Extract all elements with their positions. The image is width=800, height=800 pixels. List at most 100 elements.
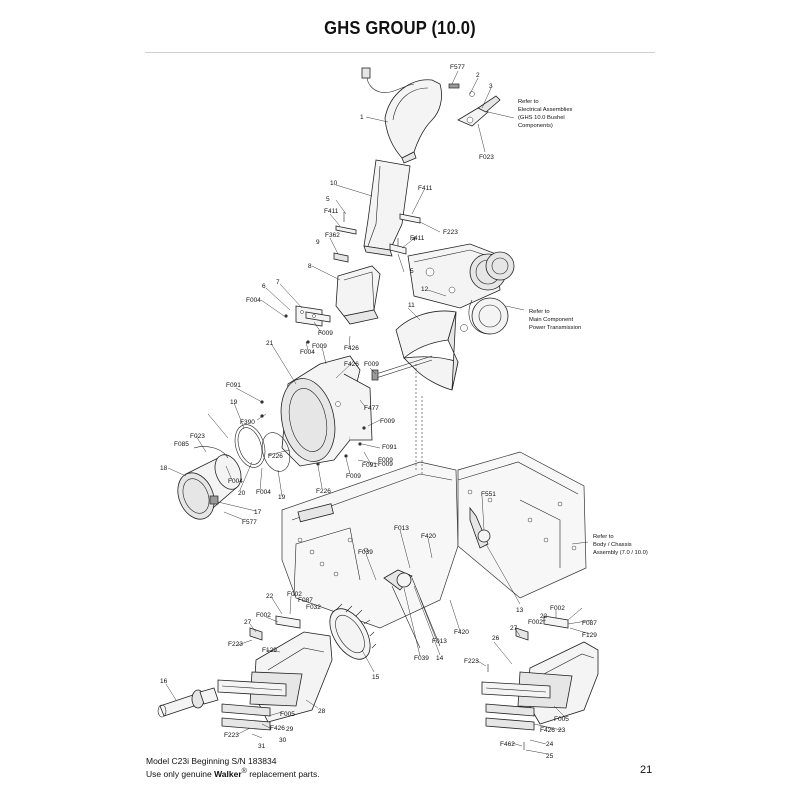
callout: 1 xyxy=(360,114,364,121)
callout: F087 xyxy=(582,620,597,627)
callout: 8 xyxy=(308,263,312,270)
callout: F223 xyxy=(228,641,243,648)
callout: F577 xyxy=(450,64,465,71)
callout: F129 xyxy=(262,647,277,654)
callout: 17 xyxy=(254,509,262,516)
ref-power-line: Power Transmission xyxy=(529,325,581,331)
callout: 25 xyxy=(546,753,554,760)
fan-housing-part xyxy=(260,355,373,467)
callout: 14 xyxy=(436,655,444,662)
ref-electrical-line: Electrical Assemblies xyxy=(518,107,573,113)
callout: 21 xyxy=(266,340,274,347)
callout: F002 xyxy=(256,612,271,619)
callout: 5 xyxy=(326,196,330,203)
callout: 20 xyxy=(238,490,246,497)
callout: F091 xyxy=(226,382,241,389)
callout: 5 xyxy=(410,268,414,275)
callout: 15 xyxy=(372,674,380,681)
footer-use-only: Use only genuine xyxy=(146,768,212,779)
callout: F411 xyxy=(418,185,433,192)
ref-body-line: Body / Chassis xyxy=(593,542,632,548)
callout: 26 xyxy=(492,635,500,642)
callout: F009 xyxy=(378,461,393,468)
callout: F577 xyxy=(242,519,257,526)
callout: F411 xyxy=(410,235,425,242)
ref-electrical-line: (GHS 10.0 Bushel xyxy=(518,115,565,121)
callout: F226 xyxy=(316,488,331,495)
left-intake-part xyxy=(217,615,333,731)
callout: F087 xyxy=(298,597,313,604)
callout: F004 xyxy=(246,297,261,304)
callout: 18 xyxy=(160,465,168,472)
callout: F004 xyxy=(256,489,271,496)
callout: 11 xyxy=(408,302,415,309)
chute-brackets xyxy=(333,212,421,263)
auger-ring-part xyxy=(329,603,377,660)
callout: F091 xyxy=(382,444,397,451)
clamp-plates xyxy=(284,305,331,344)
callout: F009 xyxy=(378,457,393,464)
ref-power-line: Main Component xyxy=(529,317,574,323)
callout: F004 xyxy=(228,478,243,485)
gearbox-power-transmission xyxy=(407,243,515,335)
callout: 30 xyxy=(279,737,287,744)
callout: F091 xyxy=(362,462,377,469)
callout: F426 xyxy=(540,727,555,734)
callout: F013 xyxy=(432,638,447,645)
ref-body-line: Assembly (7.0 / 10.0) xyxy=(593,550,648,556)
ref-power-line: Refer to xyxy=(529,309,550,315)
callout: F426 xyxy=(270,725,285,732)
ref-body-line: Refer to xyxy=(593,534,614,540)
callout: F420 xyxy=(454,629,469,636)
callout: F085 xyxy=(174,441,189,448)
callout: F426 xyxy=(344,361,359,368)
callout: 6 xyxy=(262,283,266,290)
callout: F009 xyxy=(364,361,379,368)
callout: F005 xyxy=(280,711,295,718)
impeller-fan-part xyxy=(371,310,468,391)
callout: 19 xyxy=(230,399,238,406)
callout: F223 xyxy=(464,658,479,665)
callout: 19 xyxy=(278,494,286,501)
callout: 27 xyxy=(510,625,518,632)
drive-shaft-part xyxy=(157,687,219,718)
lower-chute-part xyxy=(335,265,381,325)
callout: F223 xyxy=(224,732,239,739)
callout: 9 xyxy=(316,239,320,246)
page-number: 21 xyxy=(640,764,653,776)
callout: F023 xyxy=(479,154,494,161)
callout: F009 xyxy=(318,330,333,337)
callout: F002 xyxy=(287,591,302,598)
callout: F420 xyxy=(421,533,436,540)
callout-labels: F577 2 3 1 F023 10 F411 5 F411 F223 4 F4… xyxy=(160,64,597,760)
callout: F002 xyxy=(528,619,543,626)
deflector-spout-part xyxy=(361,67,442,164)
callout: 4 xyxy=(412,236,416,243)
callout: 2 xyxy=(476,72,480,79)
callout: 10 xyxy=(330,180,338,187)
callout: F226 xyxy=(268,453,283,460)
callout: 22 xyxy=(540,613,548,620)
right-intake-part xyxy=(481,615,599,750)
callout: F411 xyxy=(324,208,339,215)
callout: F009 xyxy=(346,473,361,480)
ref-electrical-line: Components) xyxy=(518,123,553,129)
upper-chute-part xyxy=(363,159,411,257)
footer-genuine-parts: Use only genuine Walker® replacement par… xyxy=(146,767,320,779)
callout: F426 xyxy=(344,345,359,352)
ref-electrical-line: Refer to xyxy=(518,99,539,105)
callout: F013 xyxy=(394,525,409,532)
callout: 16 xyxy=(160,678,168,685)
callout: F223 xyxy=(443,229,458,236)
callout: 13 xyxy=(516,607,524,614)
callout: 23 xyxy=(558,727,566,734)
callout: F023 xyxy=(190,433,205,440)
inlet-tube-part xyxy=(177,446,242,520)
callout: F009 xyxy=(380,418,395,425)
callout-leaders xyxy=(165,70,593,755)
reference-notes: Refer to Electrical Assemblies (GHS 10.0… xyxy=(518,99,648,556)
callout: F005 xyxy=(554,716,569,723)
callout: 7 xyxy=(276,279,280,286)
title-divider xyxy=(145,52,655,53)
